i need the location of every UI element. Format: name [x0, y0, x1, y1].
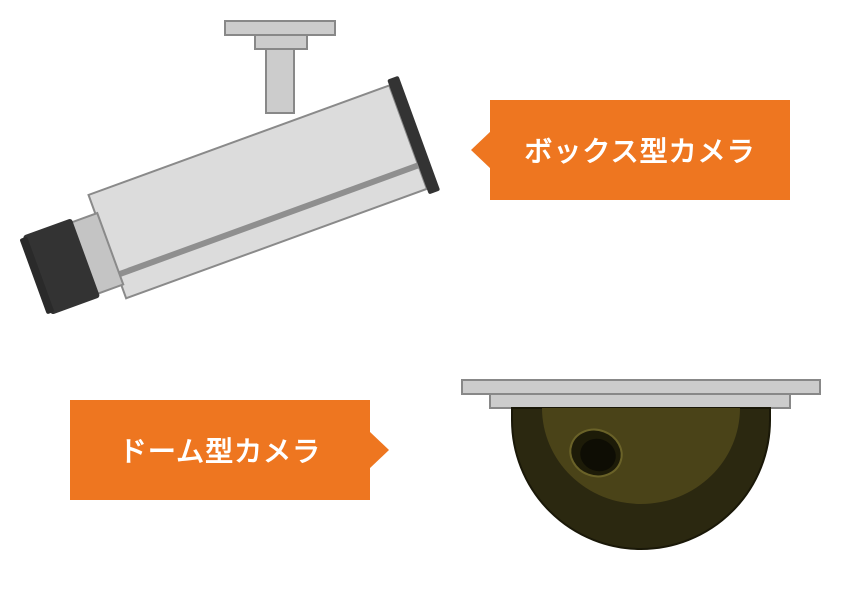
dome-camera-callout: [70, 400, 389, 500]
box-camera-icon: [20, 20, 440, 315]
mount-arm: [265, 48, 295, 114]
box-callout-pointer: [471, 131, 491, 169]
box-camera-label: ボックス型カメラ: [524, 135, 756, 168]
dome-lens: [580, 438, 616, 472]
box-callout-box: [490, 100, 790, 200]
dome-ceiling-plate: [461, 379, 821, 395]
rear-cap: [387, 76, 440, 194]
lens-edge: [20, 237, 54, 314]
dome-callout-pointer: [369, 431, 389, 469]
dome-base-ring: [489, 393, 791, 409]
mount-plate: [224, 20, 336, 36]
dome-camera-icon: [461, 379, 821, 550]
dome-callout-box: [70, 400, 370, 500]
mount-block: [254, 34, 308, 50]
box-camera-callout: [471, 100, 790, 200]
housing-stripe: [116, 162, 420, 278]
dome-camera-label: ドーム型カメラ: [118, 435, 322, 468]
